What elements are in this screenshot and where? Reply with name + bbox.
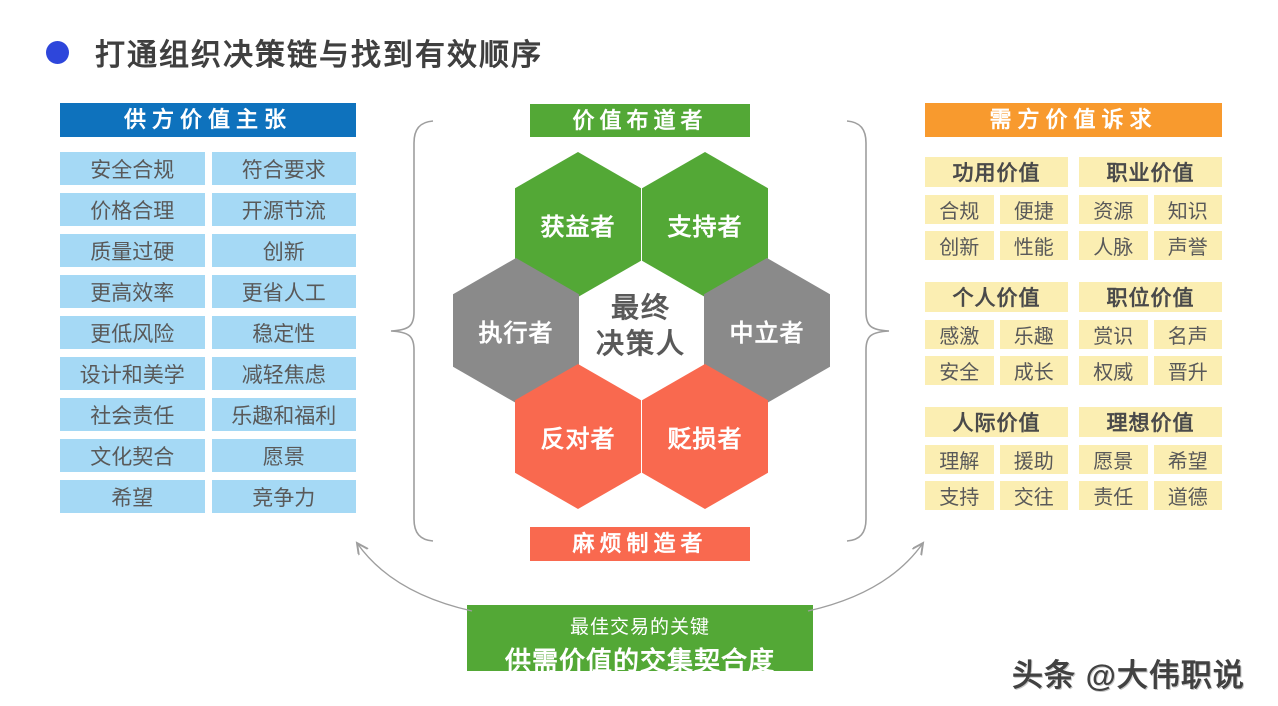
value-group-career: 职业价值 资源 知识 人脉 声誉 — [1079, 157, 1222, 260]
supplier-item: 社会责任 — [60, 398, 205, 431]
group-item: 赏识 — [1079, 320, 1148, 349]
group-item: 晋升 — [1153, 356, 1222, 385]
left-brace — [390, 120, 434, 542]
right-arrow — [807, 543, 923, 612]
supplier-item: 稳定性 — [211, 316, 356, 349]
value-group-personal: 个人价值 感激 乐趣 安全 成长 — [925, 282, 1068, 385]
group-item: 权威 — [1079, 356, 1148, 385]
demand-panel: 功用价值 合规 便捷 创新 性能 职业价值 资源 知识 人脉 声誉 — [925, 157, 1222, 510]
supplier-panel-header: 供方价值主张 — [60, 103, 356, 137]
key-box-title: 供需价值的交集契合度 — [504, 646, 775, 676]
group-item: 理解 — [925, 445, 994, 474]
group-item: 希望 — [1153, 445, 1222, 474]
value-group-interpersonal: 人际价值 理解 援助 支持 交往 — [925, 407, 1068, 510]
value-group-functional: 功用价值 合规 便捷 创新 性能 — [925, 157, 1068, 260]
title-row: 打通组织决策链与找到有效顺序 — [46, 30, 543, 74]
value-group-position: 职位价值 赏识 名声 权威 晋升 — [1079, 282, 1222, 385]
group-item: 援助 — [999, 445, 1068, 474]
supplier-item: 价格合理 — [60, 193, 205, 226]
supplier-panel: 安全合规 符合要求 价格合理 开源节流 质量过硬 创新 更高效率 更省人工 更低… — [60, 152, 356, 513]
supplier-item: 文化契合 — [60, 439, 205, 472]
right-brace — [846, 120, 890, 542]
supplier-item: 质量过硬 — [60, 234, 205, 267]
supplier-item: 希望 — [60, 480, 205, 513]
group-item: 安全 — [925, 356, 994, 385]
group-item: 便捷 — [999, 195, 1068, 224]
supplier-item: 减轻焦虑 — [211, 357, 356, 390]
group-item: 成长 — [999, 356, 1068, 385]
core-line2: 决策人 — [595, 328, 686, 359]
value-group-ideal: 理想价值 愿景 希望 责任 道德 — [1079, 407, 1222, 510]
page-title: 打通组织决策链与找到有效顺序 — [95, 39, 543, 72]
supplier-row: 文化契合 愿景 — [60, 439, 356, 472]
supplier-item: 更低风险 — [60, 316, 205, 349]
group-header: 职业价值 — [1079, 157, 1222, 187]
supplier-row: 希望 竞争力 — [60, 480, 356, 513]
group-item: 声誉 — [1153, 231, 1222, 260]
supplier-item: 开源节流 — [211, 193, 356, 226]
bottom-banner: 麻烦制造者 — [530, 527, 750, 561]
group-item: 交往 — [999, 481, 1068, 510]
group-item: 合规 — [925, 195, 994, 224]
demand-group-row: 个人价值 感激 乐趣 安全 成长 职位价值 赏识 名声 权威 晋升 — [925, 282, 1222, 385]
watermark: 头条 @大伟职说 — [1012, 658, 1245, 693]
group-items: 合规 便捷 创新 性能 — [925, 195, 1068, 260]
group-item: 愿景 — [1079, 445, 1148, 474]
demand-panel-header: 需方价值诉求 — [925, 103, 1222, 137]
group-item: 感激 — [925, 320, 994, 349]
group-item: 人脉 — [1079, 231, 1148, 260]
group-item: 支持 — [925, 481, 994, 510]
supplier-row: 更低风险 稳定性 — [60, 316, 356, 349]
supplier-item: 设计和美学 — [60, 357, 205, 390]
group-items: 愿景 希望 责任 道德 — [1079, 445, 1222, 510]
supplier-item: 符合要求 — [211, 152, 356, 185]
supplier-item: 愿景 — [211, 439, 356, 472]
group-item: 资源 — [1079, 195, 1148, 224]
top-banner: 价值布道者 — [530, 104, 750, 137]
supplier-row: 社会责任 乐趣和福利 — [60, 398, 356, 431]
demand-group-row: 人际价值 理解 援助 支持 交往 理想价值 愿景 希望 责任 道德 — [925, 407, 1222, 510]
supplier-item: 乐趣和福利 — [211, 398, 356, 431]
core-decision-maker: 最终 决策人 — [566, 290, 716, 362]
group-item: 道德 — [1153, 481, 1222, 510]
group-items: 赏识 名声 权威 晋升 — [1079, 320, 1222, 385]
supplier-row: 价格合理 开源节流 — [60, 193, 356, 226]
group-item: 名声 — [1153, 320, 1222, 349]
supplier-row: 设计和美学 减轻焦虑 — [60, 357, 356, 390]
supplier-item: 更省人工 — [211, 275, 356, 308]
supplier-item: 更高效率 — [60, 275, 205, 308]
left-arrow — [357, 543, 473, 612]
group-item: 乐趣 — [999, 320, 1068, 349]
supplier-row: 质量过硬 创新 — [60, 234, 356, 267]
demand-group-row: 功用价值 合规 便捷 创新 性能 职业价值 资源 知识 人脉 声誉 — [925, 157, 1222, 260]
bullet-icon — [46, 40, 69, 64]
group-header: 人际价值 — [925, 407, 1068, 437]
group-item: 责任 — [1079, 481, 1148, 510]
group-header: 理想价值 — [1079, 407, 1222, 437]
supplier-item: 创新 — [211, 234, 356, 267]
group-header: 功用价值 — [925, 157, 1068, 187]
group-item: 性能 — [999, 231, 1068, 260]
group-item: 知识 — [1153, 195, 1222, 224]
core-line1: 最终 — [610, 292, 671, 323]
supplier-row: 更高效率 更省人工 — [60, 275, 356, 308]
supplier-item: 安全合规 — [60, 152, 205, 185]
group-item: 创新 — [925, 231, 994, 260]
group-items: 感激 乐趣 安全 成长 — [925, 320, 1068, 385]
group-items: 理解 援助 支持 交往 — [925, 445, 1068, 510]
supplier-item: 竞争力 — [211, 480, 356, 513]
key-box: 最佳交易的关键 供需价值的交集契合度 — [467, 605, 813, 676]
group-items: 资源 知识 人脉 声誉 — [1079, 195, 1222, 260]
supplier-row: 安全合规 符合要求 — [60, 152, 356, 185]
key-box-subtitle: 最佳交易的关键 — [569, 617, 710, 638]
group-header: 职位价值 — [1079, 282, 1222, 312]
group-header: 个人价值 — [925, 282, 1068, 312]
